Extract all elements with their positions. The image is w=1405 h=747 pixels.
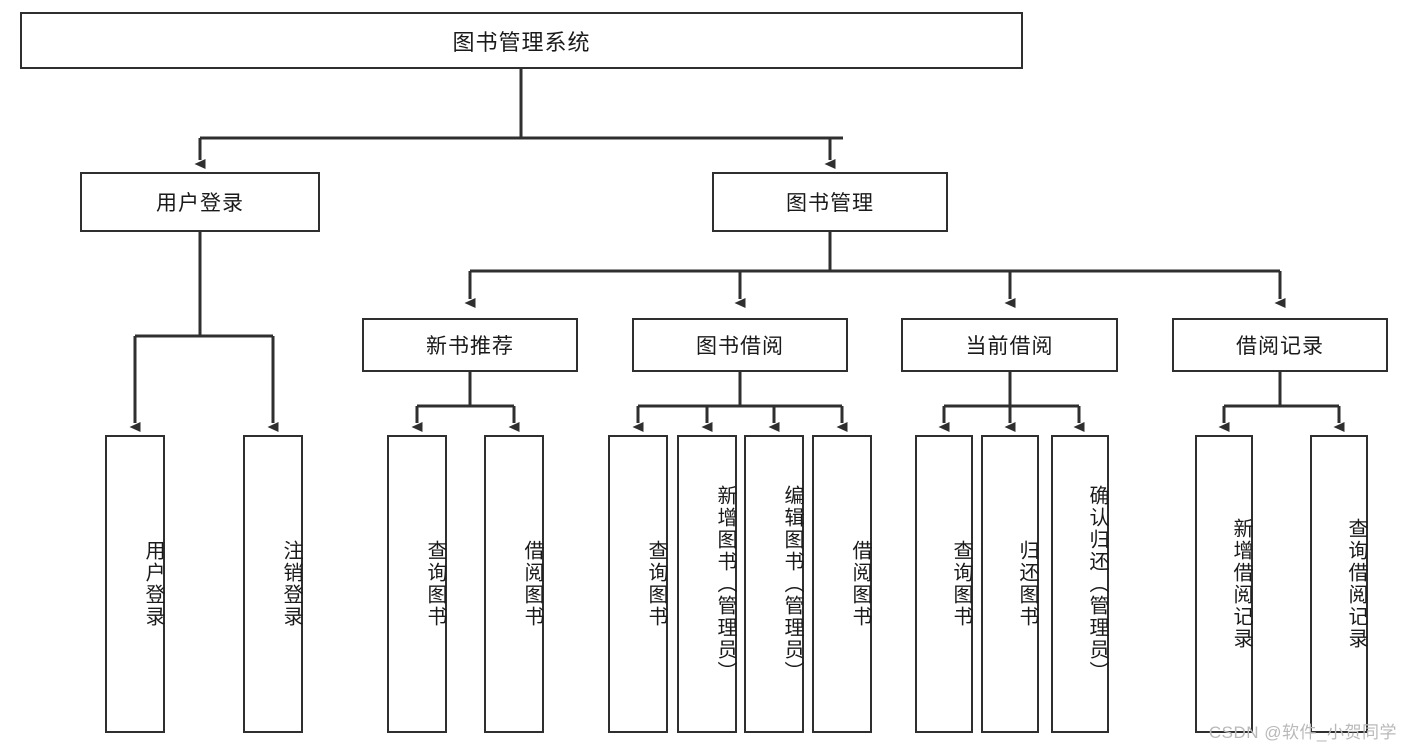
node-leaf-query-book-1[interactable]: 查询图书 bbox=[387, 435, 447, 733]
node-leaf-return-book-label: 归还图书 bbox=[1016, 540, 1038, 628]
node-leaf-query-book-1-label: 查询图书 bbox=[424, 540, 446, 628]
node-borrow-record-label: 借阅记录 bbox=[1236, 335, 1324, 358]
node-leaf-add-record[interactable]: 新增借阅记录 bbox=[1195, 435, 1253, 733]
node-book-management[interactable]: 图书管理 bbox=[712, 172, 948, 232]
node-leaf-confirm-return-label: 确认归还（管理员） bbox=[1086, 485, 1108, 683]
node-leaf-query-book-2-label: 查询图书 bbox=[645, 540, 667, 628]
node-current-borrow[interactable]: 当前借阅 bbox=[901, 318, 1118, 372]
node-book-management-label: 图书管理 bbox=[786, 192, 874, 215]
node-user-login-label: 用户登录 bbox=[156, 192, 244, 215]
node-root-book-management-system[interactable]: 图书管理系统 bbox=[20, 12, 1023, 69]
node-leaf-confirm-return[interactable]: 确认归还（管理员） bbox=[1051, 435, 1109, 733]
node-borrow-record[interactable]: 借阅记录 bbox=[1172, 318, 1388, 372]
node-leaf-borrow-book-1-label: 借阅图书 bbox=[521, 540, 543, 628]
node-current-borrow-label: 当前借阅 bbox=[965, 335, 1054, 358]
node-leaf-add-book-label: 新增图书（管理员） bbox=[714, 485, 736, 683]
node-leaf-query-record-label: 查询借阅记录 bbox=[1345, 518, 1367, 650]
node-user-login[interactable]: 用户登录 bbox=[80, 172, 320, 232]
node-leaf-user-login-label: 用户登录 bbox=[142, 540, 164, 628]
node-new-book-recommend[interactable]: 新书推荐 bbox=[362, 318, 578, 372]
node-leaf-borrow-book-2[interactable]: 借阅图书 bbox=[812, 435, 872, 733]
node-leaf-return-book[interactable]: 归还图书 bbox=[981, 435, 1039, 733]
node-book-borrow-label: 图书借阅 bbox=[696, 335, 784, 358]
node-leaf-borrow-book-1[interactable]: 借阅图书 bbox=[484, 435, 544, 733]
node-leaf-logout-login[interactable]: 注销登录 bbox=[243, 435, 303, 733]
node-leaf-query-record[interactable]: 查询借阅记录 bbox=[1310, 435, 1368, 733]
csdn-watermark: CSDN @软件_小贺同学 bbox=[1208, 723, 1397, 742]
node-new-book-recommend-label: 新书推荐 bbox=[426, 335, 514, 358]
node-leaf-add-record-label: 新增借阅记录 bbox=[1230, 518, 1252, 650]
node-leaf-query-book-2[interactable]: 查询图书 bbox=[608, 435, 668, 733]
node-leaf-add-book[interactable]: 新增图书（管理员） bbox=[677, 435, 737, 733]
node-leaf-query-book-3[interactable]: 查询图书 bbox=[915, 435, 973, 733]
node-leaf-edit-book[interactable]: 编辑图书（管理员） bbox=[744, 435, 804, 733]
node-root-label: 图书管理系统 bbox=[452, 29, 591, 55]
node-leaf-borrow-book-2-label: 借阅图书 bbox=[849, 540, 871, 628]
node-book-borrow[interactable]: 图书借阅 bbox=[632, 318, 848, 372]
node-leaf-logout-login-label: 注销登录 bbox=[280, 540, 302, 628]
node-leaf-edit-book-label: 编辑图书（管理员） bbox=[781, 485, 803, 683]
node-leaf-user-login[interactable]: 用户登录 bbox=[105, 435, 165, 733]
node-leaf-query-book-3-label: 查询图书 bbox=[950, 540, 972, 628]
